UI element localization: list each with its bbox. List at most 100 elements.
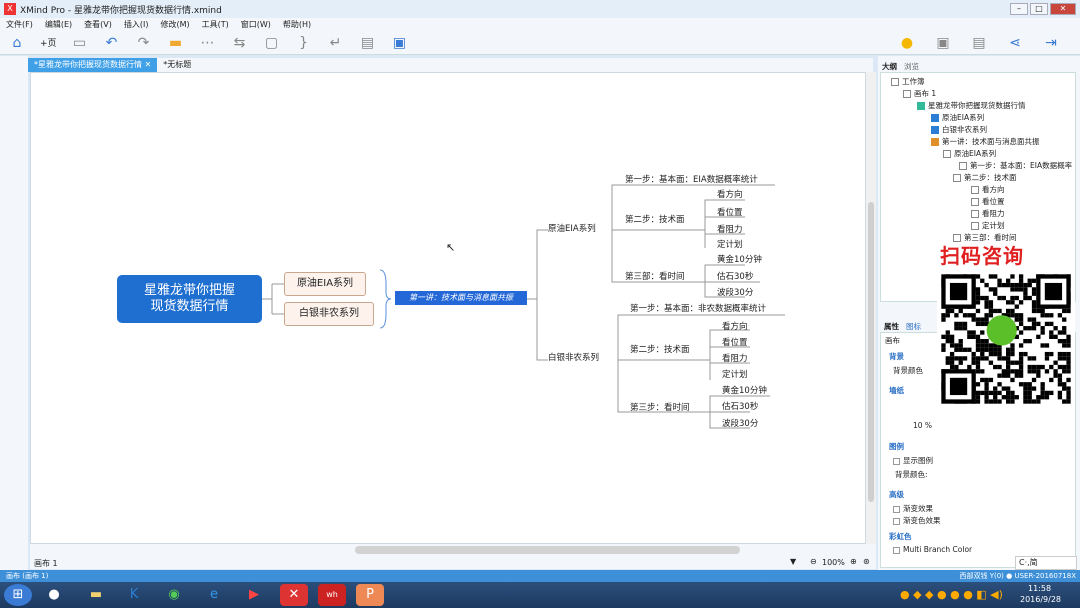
start-button[interactable]: ⊞: [4, 584, 32, 606]
outline-item[interactable]: 第二步：技术面: [964, 173, 1017, 182]
export-icon[interactable]: ⇥: [1045, 35, 1057, 51]
effect2-checkbox[interactable]: 渐变色效果: [893, 515, 941, 526]
menu-modify[interactable]: 修改(M): [160, 20, 190, 29]
home-icon[interactable]: ⌂: [12, 34, 22, 51]
chart-icon[interactable]: ▤: [360, 34, 375, 51]
image-icon[interactable]: ▣: [392, 34, 407, 51]
minimize-button[interactable]: –: [1010, 3, 1028, 15]
eia-step2[interactable]: 第二步：技术面: [625, 215, 685, 225]
multi-branch-color-checkbox[interactable]: Multi Branch Color: [893, 545, 972, 554]
tab-untitled[interactable]: *无标题: [163, 60, 192, 69]
summary-icon[interactable]: }: [299, 34, 308, 51]
lightbulb-icon[interactable]: ●: [900, 35, 914, 51]
nfp-step1[interactable]: 第一步：基本面：非农数据概率统计: [630, 304, 767, 314]
vertical-scrollbar[interactable]: [866, 72, 876, 544]
new-sheet-button[interactable]: +页: [40, 39, 57, 49]
menu-view[interactable]: 查看(V): [84, 20, 112, 29]
summary-topic[interactable]: 第一讲：技术面与消息面共振: [395, 291, 527, 305]
eia-step3-item[interactable]: 波段30分: [717, 288, 754, 298]
eia-step2-item[interactable]: 看位置: [717, 208, 743, 218]
wallpaper-opacity[interactable]: 10 %: [913, 421, 933, 430]
outline-item[interactable]: 看位置: [982, 197, 1005, 206]
nfp-step2-item[interactable]: 看位置: [722, 338, 748, 348]
icons-tab[interactable]: 图标: [906, 322, 921, 331]
legend-bg-label[interactable]: 背景颜色:: [895, 470, 928, 479]
menu-file[interactable]: 文件(F): [6, 20, 33, 29]
outline-item[interactable]: 定计划: [982, 221, 1005, 230]
outline-item[interactable]: 原油EIA系列: [942, 113, 985, 122]
save-icon[interactable]: ▭: [72, 34, 87, 51]
eia-step3[interactable]: 第三部：看时间: [625, 272, 685, 282]
eia-step3-item[interactable]: 黄金10分钟: [717, 255, 762, 265]
close-button[interactable]: ✕: [1050, 3, 1076, 15]
filter-icon[interactable]: ▼: [790, 557, 797, 566]
close-tab-icon[interactable]: ✕: [144, 60, 152, 69]
relationship-icon[interactable]: ⇆: [233, 34, 246, 51]
maximize-button[interactable]: □: [1030, 3, 1048, 15]
outline-item[interactable]: 星雅龙带你把握现货数据行情: [928, 101, 1026, 110]
ie-icon[interactable]: e: [210, 587, 218, 602]
tab-current-map[interactable]: *星雅龙带你把握现货数据行情 ✕: [28, 58, 158, 72]
show-legend-checkbox[interactable]: 显示图例: [893, 455, 933, 466]
insert-icon[interactable]: ↵: [329, 34, 342, 51]
sheet-tab[interactable]: 画布 1: [34, 559, 58, 568]
more-icon[interactable]: ⋯: [200, 34, 215, 51]
outline-item[interactable]: 白银非农系列: [942, 125, 987, 134]
central-topic[interactable]: 星雅龙带你把握 现货数据行情: [117, 275, 262, 323]
nfp-step3[interactable]: 第三步：看时间: [630, 403, 690, 413]
outline-item[interactable]: 看方向: [982, 185, 1005, 194]
menu-insert[interactable]: 插入(I): [123, 20, 149, 29]
nfp-step2[interactable]: 第二步：技术面: [630, 345, 690, 355]
clock-date[interactable]: 2016/9/28: [1020, 595, 1062, 604]
menu-edit[interactable]: 编辑(E): [44, 20, 73, 29]
nfp-step3-item[interactable]: 波段30分: [722, 419, 759, 429]
eia-step1[interactable]: 第一步：基本面：EIA数据概率统计: [625, 175, 758, 185]
presentation-icon[interactable]: ▣: [936, 35, 950, 51]
nfp-step2-item[interactable]: 定计划: [722, 370, 748, 380]
nfp-step2-item[interactable]: 看阻力: [722, 354, 748, 364]
taskbar-app-icon[interactable]: ◉: [168, 587, 180, 602]
topic-eia[interactable]: 原油EIA系列: [548, 224, 596, 234]
eia-step2-item[interactable]: 看阻力: [717, 225, 743, 235]
outline-item[interactable]: 第一步：基本面：EIA数据概率: [970, 161, 1073, 170]
share-icon[interactable]: ⋖: [1009, 35, 1021, 51]
redo-icon[interactable]: ↷: [137, 34, 150, 51]
boundary-icon[interactable]: ▢: [264, 34, 279, 51]
menu-window[interactable]: 窗口(W): [240, 20, 271, 29]
eia-step2-item[interactable]: 定计划: [717, 240, 743, 250]
taskbar-app-icon[interactable]: wh: [318, 584, 346, 606]
nfp-step3-item[interactable]: 黄金10分钟: [722, 386, 767, 396]
nfp-step2-item[interactable]: 看方向: [722, 322, 748, 332]
media-player-icon[interactable]: ▶: [249, 587, 259, 602]
properties-tab[interactable]: 属性: [884, 322, 899, 331]
topic-eia-series[interactable]: 原油EIA系列: [284, 272, 366, 296]
explorer-icon[interactable]: ▬: [89, 587, 103, 602]
powerpoint-icon[interactable]: P: [356, 584, 384, 606]
taskbar-k-icon[interactable]: K: [129, 587, 139, 602]
menu-tools[interactable]: 工具(T): [201, 20, 229, 29]
zoom-fit-icon[interactable]: ⊛: [863, 557, 870, 566]
clock-time[interactable]: 11:58: [1028, 584, 1052, 593]
outline-item[interactable]: 原油EIA系列: [954, 149, 997, 158]
outline-item[interactable]: 画布 1: [914, 89, 937, 98]
outline-item[interactable]: 工作簿: [902, 77, 925, 86]
undo-icon[interactable]: ↶: [105, 34, 118, 51]
topic-nfp-series[interactable]: 白银非农系列: [284, 302, 374, 326]
horizontal-scroll-thumb[interactable]: [355, 546, 740, 554]
topic-nfp[interactable]: 白银非农系列: [548, 353, 600, 363]
bg-color-label[interactable]: 背景颜色: [893, 366, 923, 375]
zoom-in-icon[interactable]: ⊕: [850, 557, 857, 566]
overview-tab[interactable]: 浏览: [904, 62, 919, 71]
taskbar-app-icon[interactable]: ●: [48, 587, 60, 602]
eia-step2-item[interactable]: 看方向: [717, 190, 743, 200]
outline-tab[interactable]: 大纲: [882, 62, 897, 71]
eia-step3-item[interactable]: 估石30秒: [717, 272, 754, 282]
xmind-task-icon[interactable]: ✕: [280, 584, 308, 606]
outline-item[interactable]: 看阻力: [982, 209, 1005, 218]
outline-item[interactable]: 第一讲：技术面与消息面共振: [942, 137, 1040, 146]
folder-icon[interactable]: ▬: [168, 34, 183, 51]
zoom-out-icon[interactable]: ⊖: [810, 557, 817, 566]
nfp-step3-item[interactable]: 估石30秒: [722, 402, 759, 412]
menu-help[interactable]: 帮助(H): [282, 20, 312, 29]
effect1-checkbox[interactable]: 渐变效果: [893, 503, 933, 514]
